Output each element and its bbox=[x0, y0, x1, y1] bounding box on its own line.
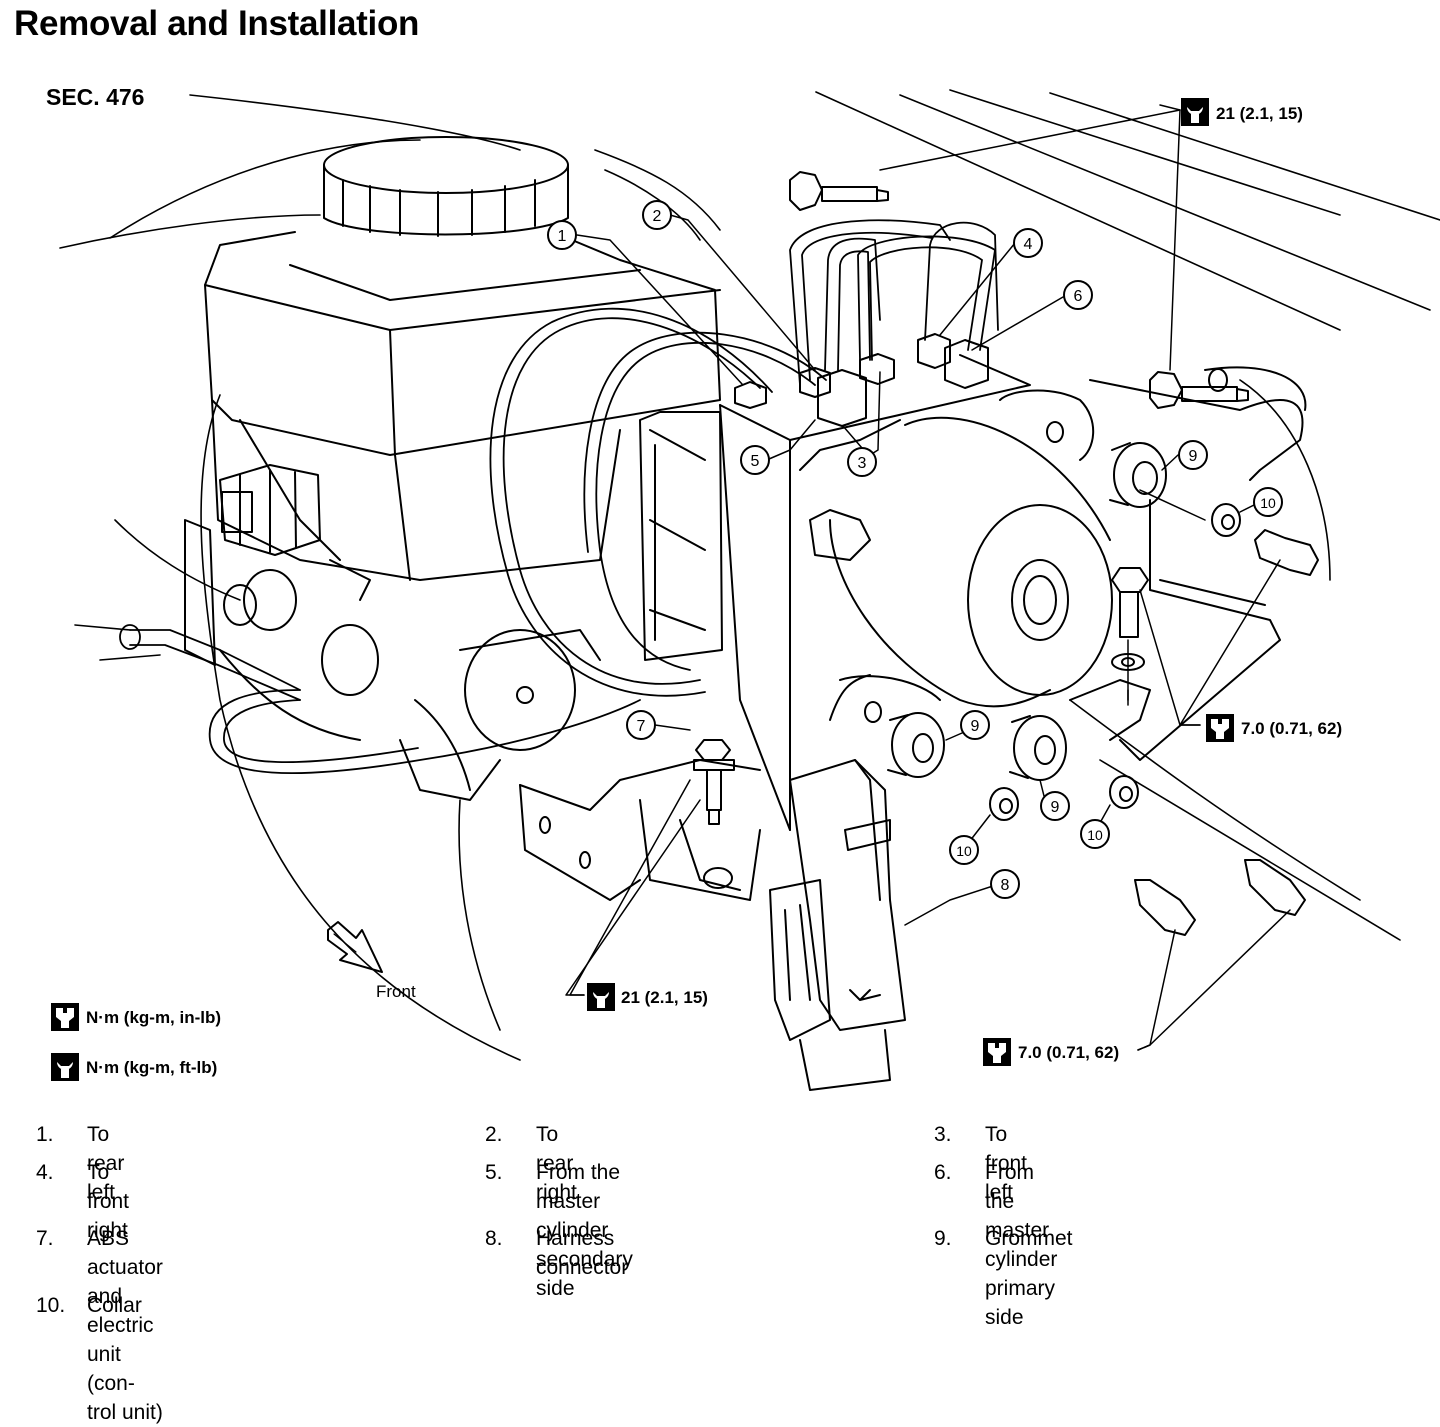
legend-line: From the master cylinder secondary bbox=[536, 1161, 633, 1271]
callout-8: 8 bbox=[990, 869, 1020, 899]
legend-label: To rear left bbox=[87, 1123, 125, 1204]
svg-text:10: 10 bbox=[1260, 495, 1276, 511]
legend-num: 3. bbox=[934, 1123, 952, 1146]
legend-line: side bbox=[536, 1277, 575, 1300]
legend-line: side bbox=[985, 1306, 1024, 1329]
callout-9-a: 9 bbox=[1178, 440, 1208, 470]
legend-label: To rear right bbox=[536, 1123, 577, 1204]
bolts bbox=[693, 171, 1319, 936]
abs-actuator-block bbox=[639, 354, 1031, 831]
svg-text:3: 3 bbox=[858, 455, 867, 472]
callout-6: 6 bbox=[1063, 280, 1093, 310]
legend-num: 6. bbox=[934, 1161, 952, 1184]
legend-label: ABS actuator and electric unit (con- tro… bbox=[87, 1224, 163, 1427]
legend-num: 8. bbox=[485, 1227, 503, 1250]
page-title: Removal and Installation bbox=[14, 4, 420, 43]
torque-value: 7.0 (0.71, 62) bbox=[1241, 719, 1342, 738]
brake-pipes bbox=[119, 219, 999, 774]
svg-text:9: 9 bbox=[1189, 448, 1198, 465]
unit-legend-inlb: N·m (kg-m, in-lb) bbox=[51, 1003, 221, 1031]
legend-label: To front left bbox=[985, 1123, 1028, 1204]
unit-legend-ftlb: N·m (kg-m, ft-lb) bbox=[51, 1053, 217, 1081]
callout-2: 2 bbox=[642, 200, 672, 230]
legend-num: 2. bbox=[485, 1123, 503, 1146]
svg-text:8: 8 bbox=[1001, 877, 1010, 894]
flare-nuts bbox=[734, 333, 989, 427]
torque-bottom-center: 21 (2.1, 15) bbox=[587, 983, 708, 1011]
grommets-collars bbox=[887, 442, 1241, 821]
legend-num: 1. bbox=[36, 1123, 54, 1146]
svg-text:9: 9 bbox=[971, 718, 980, 735]
callout-7: 7 bbox=[626, 710, 656, 740]
svg-text:6: 6 bbox=[1074, 288, 1083, 305]
abs-actuator-diagram: 1 2 3 4 5 6 7 8 9 9 9 10 10 10 21 (2.1, … bbox=[51, 89, 1440, 1091]
wrench-ftlb-icon bbox=[1181, 98, 1209, 126]
wrench-inlb-icon bbox=[51, 1003, 79, 1031]
wrench-inlb-icon bbox=[983, 1038, 1011, 1066]
harness-connector bbox=[769, 759, 906, 1091]
legend-num: 5. bbox=[485, 1161, 503, 1184]
svg-text:9: 9 bbox=[1051, 799, 1060, 816]
abs-motor bbox=[809, 389, 1113, 708]
legend-num: 10. bbox=[36, 1294, 66, 1317]
legend-label: Collar bbox=[87, 1294, 142, 1317]
callout-markers: 1 2 3 4 5 6 7 8 9 9 9 10 10 10 bbox=[547, 200, 1283, 899]
svg-text:2: 2 bbox=[653, 208, 662, 225]
legend-label: Grommet bbox=[985, 1227, 1073, 1250]
torque-value: 21 (2.1, 15) bbox=[1216, 104, 1303, 123]
svg-text:4: 4 bbox=[1024, 236, 1033, 253]
unit-text: N·m (kg-m, ft-lb) bbox=[86, 1058, 217, 1077]
legend-label: From the master cylinder secondary side bbox=[536, 1158, 633, 1303]
front-label: Front bbox=[376, 982, 416, 1001]
legend-num: 4. bbox=[36, 1161, 54, 1184]
callout-10-b: 10 bbox=[949, 835, 979, 865]
body-outline bbox=[59, 89, 1440, 1061]
legend-line: From the master cylinder primary bbox=[985, 1161, 1058, 1300]
svg-text:1: 1 bbox=[558, 228, 567, 245]
callout-9-b: 9 bbox=[960, 710, 990, 740]
svg-text:10: 10 bbox=[1087, 827, 1103, 843]
legend-num: 7. bbox=[36, 1227, 54, 1250]
callout-4: 4 bbox=[1013, 228, 1043, 258]
reservoir-body bbox=[204, 231, 721, 581]
callout-3: 3 bbox=[847, 447, 877, 477]
wrench-ftlb-icon bbox=[587, 983, 615, 1011]
legend-num: 9. bbox=[934, 1227, 952, 1250]
svg-text:7: 7 bbox=[637, 718, 646, 735]
mount-bracket bbox=[829, 366, 1307, 761]
wrench-ftlb-icon bbox=[51, 1053, 79, 1081]
callout-5: 5 bbox=[740, 445, 770, 475]
front-arrow-icon bbox=[327, 921, 383, 973]
svg-text:10: 10 bbox=[956, 843, 972, 859]
callout-1: 1 bbox=[547, 220, 577, 250]
callout-10-a: 10 bbox=[1253, 487, 1283, 517]
torque-value: 7.0 (0.71, 62) bbox=[1018, 1043, 1119, 1062]
legend-line: trol unit) bbox=[87, 1401, 163, 1424]
master-cylinder bbox=[184, 464, 601, 801]
legend-label: Harness connector bbox=[536, 1227, 629, 1279]
torque-value: 21 (2.1, 15) bbox=[621, 988, 708, 1007]
unit-text: N·m (kg-m, in-lb) bbox=[86, 1008, 221, 1027]
legend-label: To front right bbox=[87, 1161, 130, 1242]
wrench-inlb-icon bbox=[1206, 714, 1234, 742]
torque-bottom-right: 7.0 (0.71, 62) bbox=[983, 1038, 1119, 1066]
torque-right-middle: 7.0 (0.71, 62) bbox=[1206, 714, 1342, 742]
callout-9-c: 9 bbox=[1040, 791, 1070, 821]
legend-label: From the master cylinder primary side bbox=[985, 1158, 1057, 1332]
section-number: SEC. 476 bbox=[46, 84, 145, 110]
lower-bracket bbox=[519, 759, 761, 901]
svg-text:5: 5 bbox=[751, 453, 760, 470]
callout-10-c: 10 bbox=[1080, 819, 1110, 849]
torque-top-right: 21 (2.1, 15) bbox=[1181, 98, 1303, 126]
reservoir-cap bbox=[323, 136, 569, 237]
